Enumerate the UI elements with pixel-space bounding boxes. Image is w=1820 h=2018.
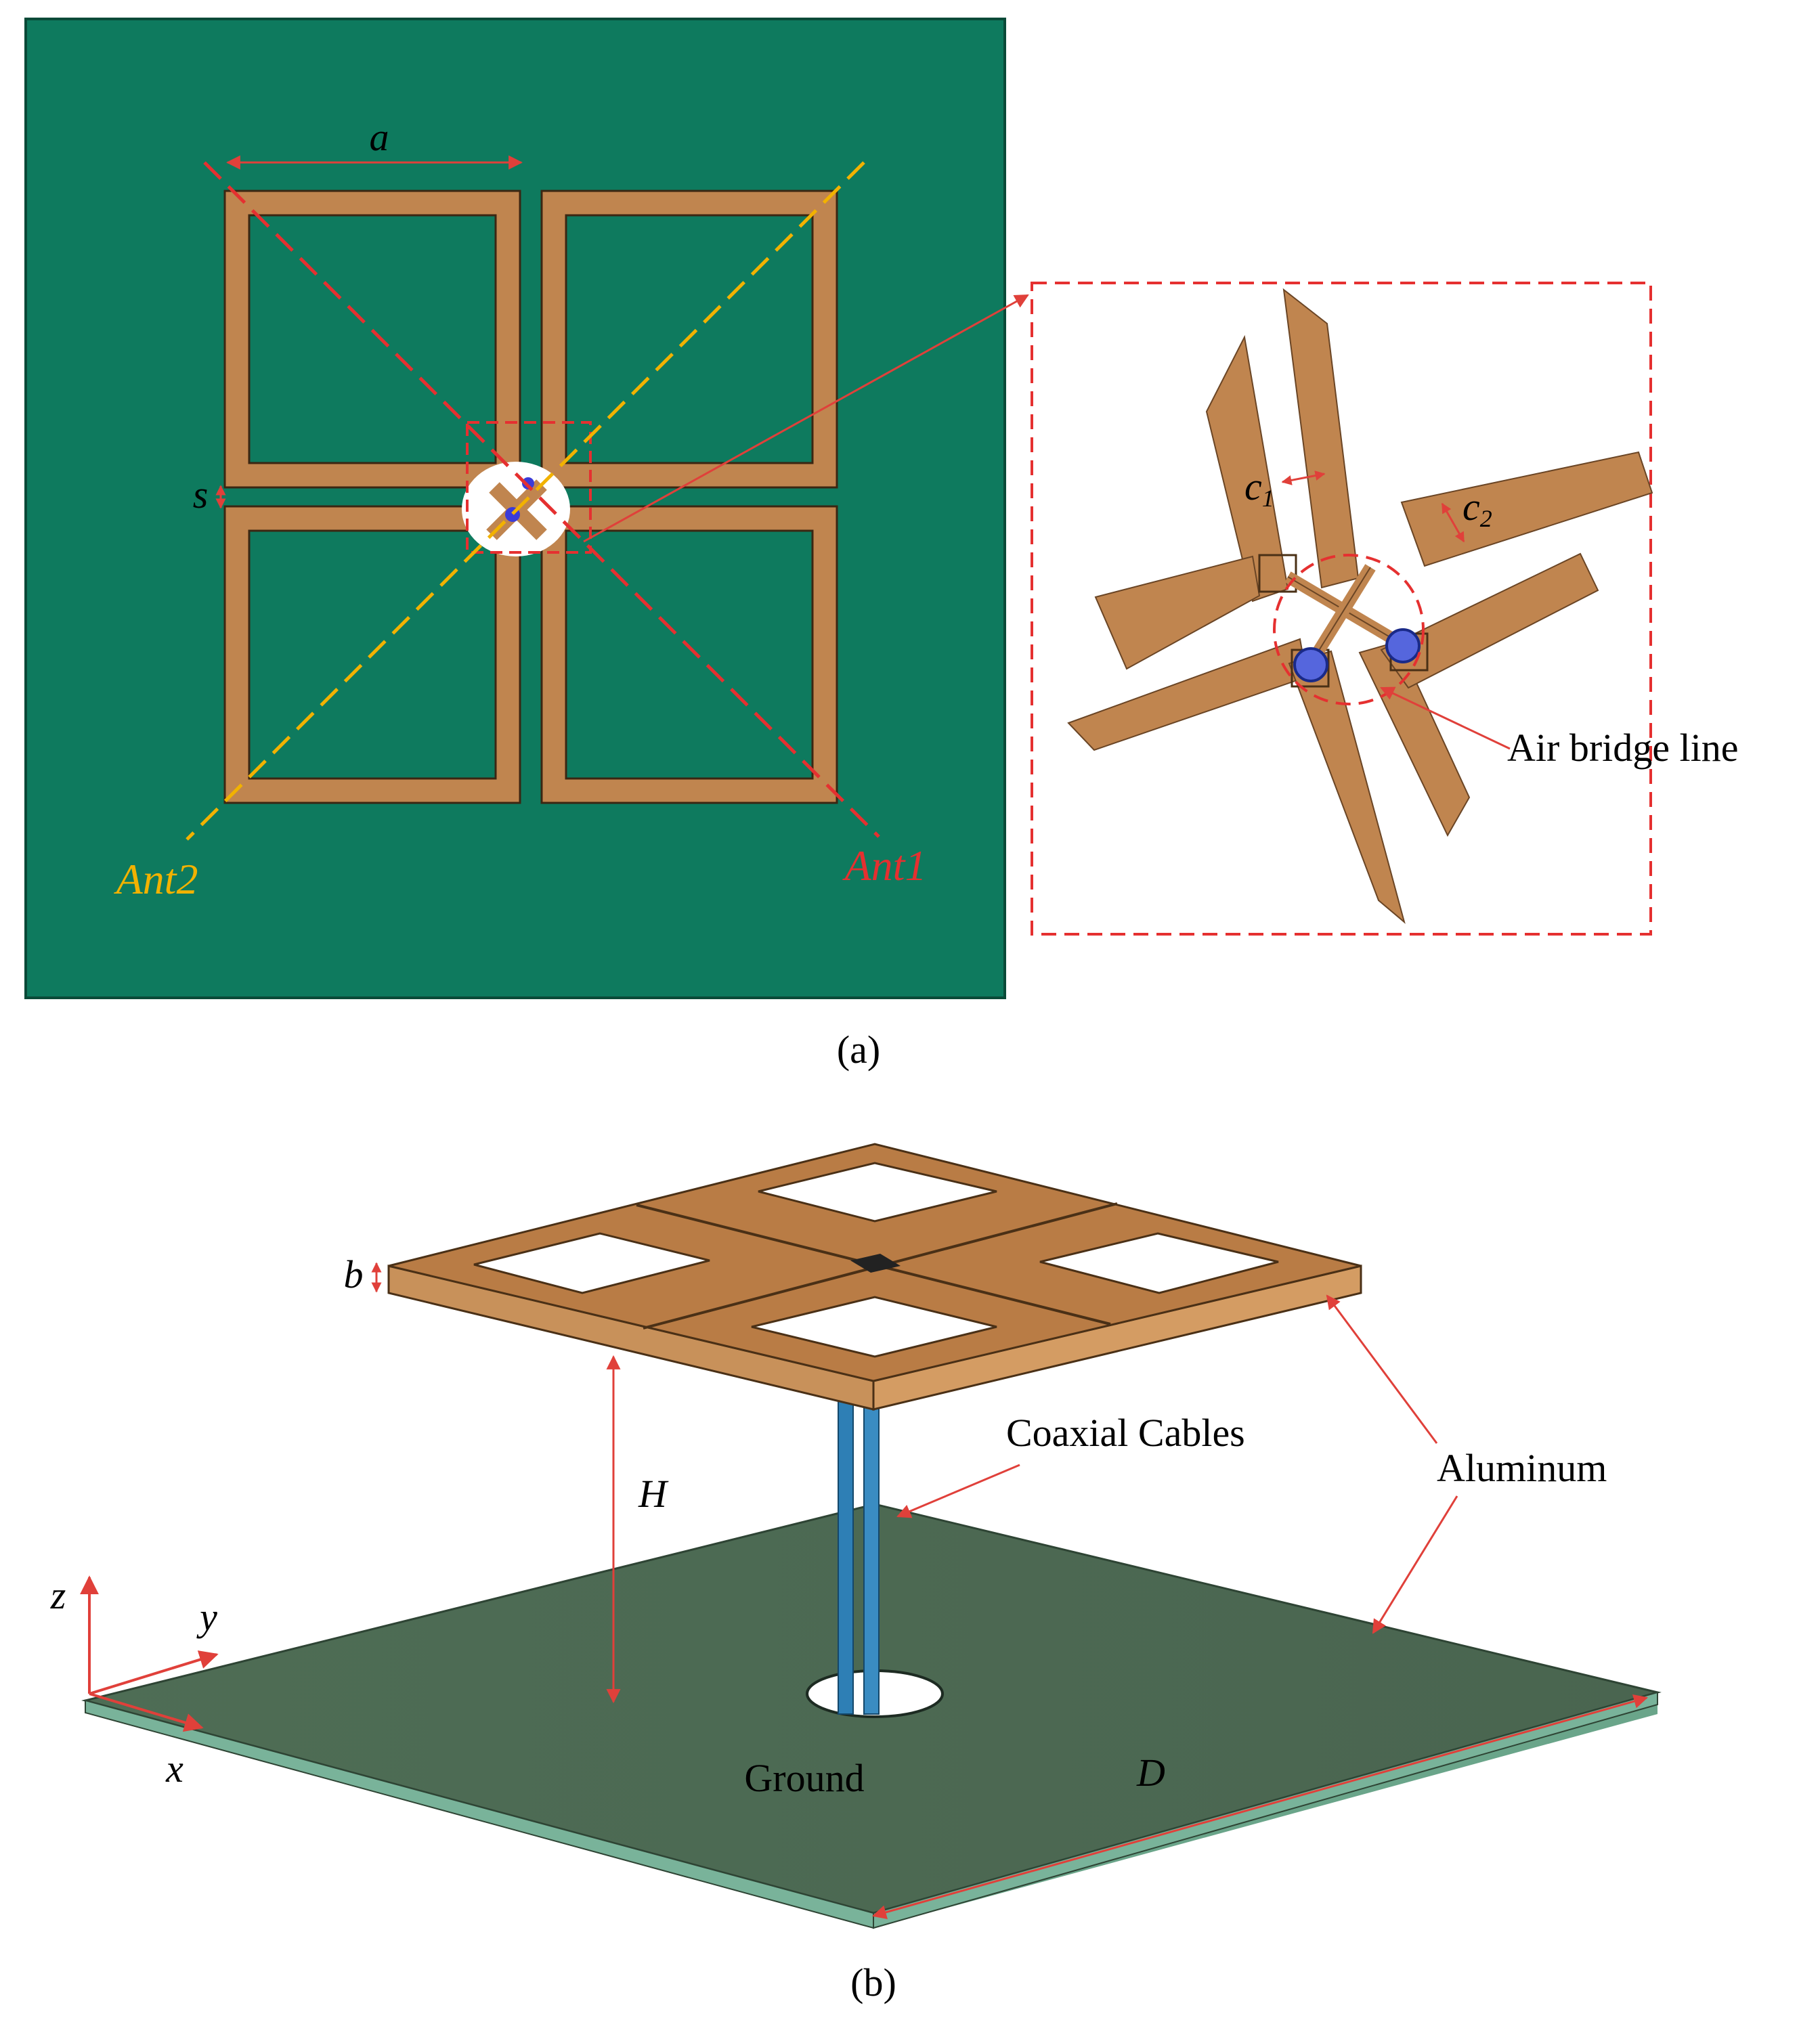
aluminum-frame — [387, 1143, 1362, 1411]
label-c2: c2 — [1462, 485, 1492, 532]
axis-x-arrow — [89, 1692, 204, 1732]
zoom-connector-line — [583, 294, 1029, 543]
label-s: s — [193, 473, 209, 517]
panel-b: b H Coaxial Cables Aluminum D Ground z y… — [50, 1143, 1662, 2004]
dimension-c1-arrow — [1281, 470, 1326, 485]
ant1-axis-line — [203, 161, 880, 838]
air-bridge-highlight — [1273, 554, 1425, 705]
loop-bottom-left — [223, 505, 521, 804]
opening-right — [1039, 1232, 1279, 1294]
opening-left — [473, 1232, 710, 1294]
coax-pointer — [896, 1464, 1020, 1518]
caption-b: (b) — [850, 1960, 896, 2004]
arm-center-right — [1380, 552, 1599, 689]
air-bridge-label: Air bridge line — [1507, 726, 1738, 770]
aluminum-pointer-top — [1326, 1294, 1438, 1444]
aluminum-pointer-bottom — [1372, 1495, 1458, 1634]
feed-point-top — [850, 1254, 901, 1273]
air-bridge-pointer — [1380, 686, 1511, 750]
dimension-c2-arrow — [1441, 502, 1465, 543]
axis-x-label: x — [165, 1747, 183, 1791]
label-H: H — [638, 1472, 669, 1516]
loop-top-right — [540, 190, 838, 489]
label-a: a — [370, 115, 389, 159]
ant2-label: Ant2 — [114, 855, 198, 903]
feed-port-left — [1293, 647, 1328, 682]
ant1-label: Ant1 — [842, 841, 927, 890]
label-b: b — [344, 1252, 364, 1296]
feed-port-right — [1385, 628, 1421, 663]
label-D: D — [1136, 1751, 1165, 1795]
dimension-D-arrow — [871, 1694, 1649, 1919]
arm-center-left — [1094, 555, 1261, 670]
ant2-axis-line — [186, 161, 865, 841]
axis-y-label: y — [196, 1595, 217, 1639]
loop-bottom-right — [540, 505, 838, 804]
label-c1: c1 — [1244, 464, 1274, 512]
ground-label: Ground — [744, 1756, 864, 1800]
axis-z-label: z — [50, 1573, 66, 1617]
axis-y-arrow — [89, 1650, 219, 1695]
zoom-region-box — [466, 421, 592, 554]
opening-front — [751, 1296, 997, 1358]
coax-label: Coaxial Cables — [1006, 1411, 1245, 1455]
feed-port-2 — [522, 477, 534, 489]
air-bridge-wire-2-outline — [1310, 567, 1371, 664]
caption-a: (a) — [837, 1028, 880, 1072]
pad-left — [1258, 554, 1297, 593]
panel-a: a s Ant2 Ant1 — [24, 18, 1738, 1072]
opening-back — [758, 1162, 997, 1223]
aluminum-label: Aluminum — [1437, 1446, 1607, 1490]
